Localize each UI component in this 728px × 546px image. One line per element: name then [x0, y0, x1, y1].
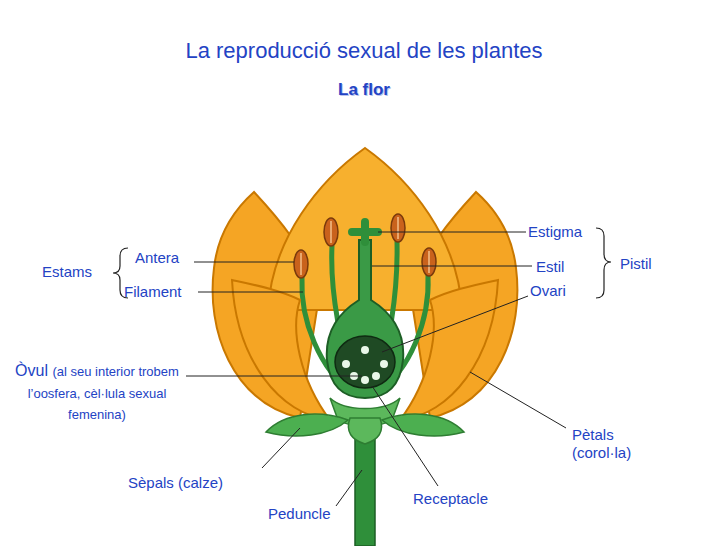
title: La reproducció sexual de les plantes: [0, 38, 728, 64]
ovary-cavity: [335, 336, 395, 388]
part-label: Antera: [135, 249, 179, 267]
part-label: Receptacle: [413, 490, 488, 508]
part-label: Peduncle: [268, 505, 331, 523]
leader-lines: [186, 232, 566, 506]
part-label: Estil: [536, 258, 564, 276]
label-group: Òvul (al seu interior trobem l’oosfera, …: [4, 360, 190, 425]
stigma: [352, 222, 378, 242]
pistil: [327, 240, 403, 398]
group-label: Estams: [42, 263, 92, 281]
petal: [400, 280, 498, 420]
group-label: Pistil: [620, 255, 652, 273]
part-label: Estigma: [528, 223, 582, 241]
part-label: Sèpals (calze): [128, 474, 223, 492]
bracket: [596, 228, 611, 298]
part-label: Filament: [124, 283, 182, 301]
note-text: (al seu interior trobem l’oosfera, cèl·l…: [28, 364, 179, 422]
petal: [232, 280, 330, 420]
part-label: Ovari: [530, 282, 566, 300]
sepal: [382, 414, 464, 436]
sepal: [266, 414, 348, 436]
sepal: [348, 418, 381, 444]
part-label: Pètals (corol·la): [572, 426, 654, 462]
part-label: Òvul: [15, 362, 48, 379]
ovules: [342, 346, 388, 384]
subtitle: La flor: [338, 80, 390, 100]
